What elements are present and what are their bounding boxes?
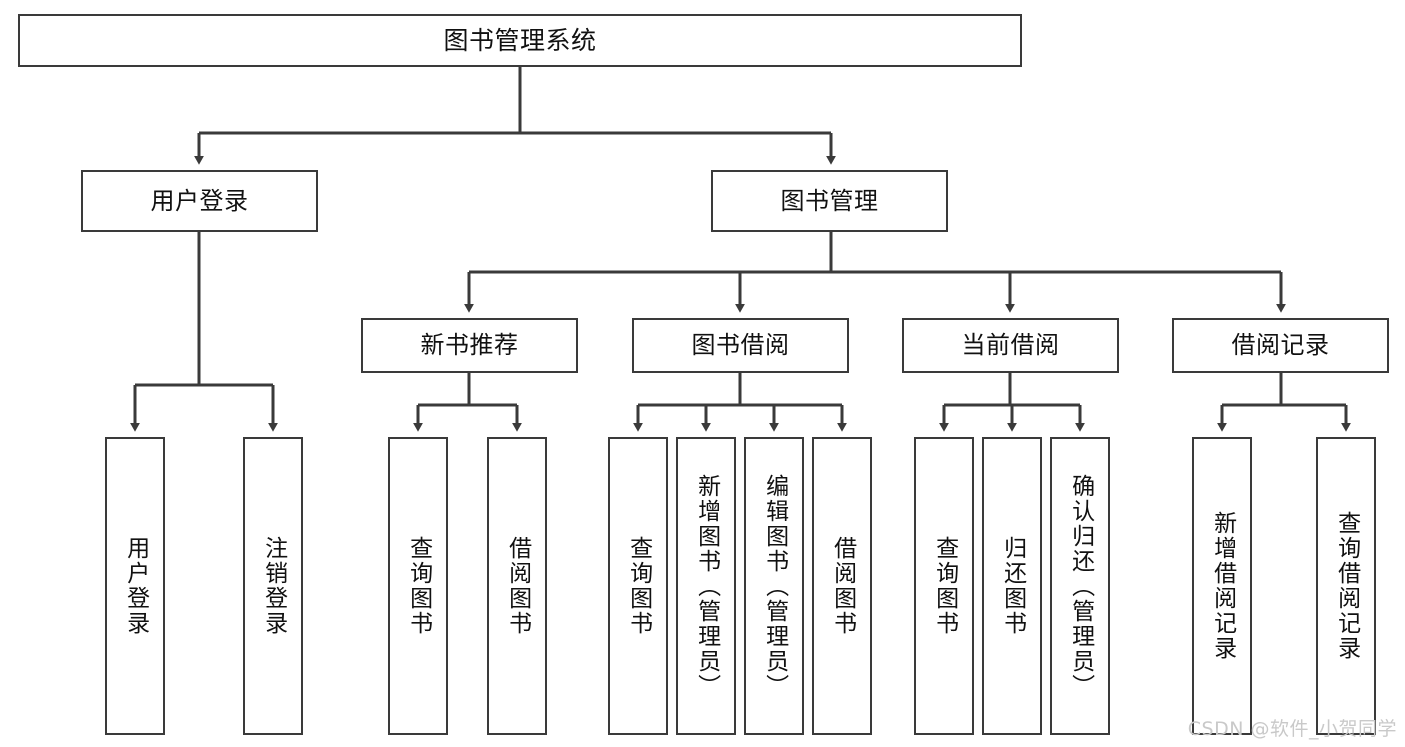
node-leaf-query-borrow-record-label: 查询借阅记录 [1333,511,1360,661]
node-leaf-add-book-admin-label: 新增图书（管理员） [693,473,720,699]
node-leaf-edit-book-admin-label: 编辑图书（管理员） [761,473,788,699]
csdn-watermark: CSDN @软件_小贺同学 [1187,718,1397,740]
node-leaf-add-borrow-record-label: 新增借阅记录 [1209,511,1236,661]
node-leaf-query-book-2[interactable]: 查询图书 [608,437,668,735]
node-current-borrow[interactable]: 当前借阅 [902,318,1119,373]
node-borrow-record-label: 借阅记录 [1231,331,1330,360]
node-leaf-confirm-return-admin[interactable]: 确认归还（管理员） [1050,437,1110,735]
node-new-book-recommend-label: 新书推荐 [420,331,519,360]
node-leaf-user-login[interactable]: 用户登录 [105,437,165,735]
node-borrow-record[interactable]: 借阅记录 [1172,318,1389,373]
node-leaf-borrow-book-2-label: 借阅图书 [829,536,856,636]
node-leaf-query-borrow-record[interactable]: 查询借阅记录 [1316,437,1376,735]
node-leaf-return-book[interactable]: 归还图书 [982,437,1042,735]
node-leaf-query-book-2-label: 查询图书 [625,536,652,636]
node-leaf-return-book-label: 归还图书 [999,536,1026,636]
node-user-login[interactable]: 用户登录 [81,170,318,232]
node-root[interactable]: 图书管理系统 [18,14,1022,67]
node-leaf-borrow-book-1[interactable]: 借阅图书 [487,437,547,735]
node-book-manage-label: 图书管理 [780,186,879,215]
node-leaf-add-borrow-record[interactable]: 新增借阅记录 [1192,437,1252,735]
node-leaf-query-book-3-label: 查询图书 [931,536,958,636]
node-leaf-query-book-1-label: 查询图书 [405,536,432,636]
node-leaf-user-login-label: 用户登录 [122,536,149,636]
node-current-borrow-label: 当前借阅 [961,331,1060,360]
node-leaf-query-book-3[interactable]: 查询图书 [914,437,974,735]
node-new-book-recommend[interactable]: 新书推荐 [361,318,578,373]
node-leaf-edit-book-admin[interactable]: 编辑图书（管理员） [744,437,804,735]
node-leaf-query-book-1[interactable]: 查询图书 [388,437,448,735]
node-leaf-user-logout[interactable]: 注销登录 [243,437,303,735]
node-leaf-borrow-book-1-label: 借阅图书 [504,536,531,636]
node-leaf-user-logout-label: 注销登录 [260,536,287,636]
node-user-login-label: 用户登录 [150,186,249,215]
node-book-borrow[interactable]: 图书借阅 [632,318,849,373]
node-leaf-borrow-book-2[interactable]: 借阅图书 [812,437,872,735]
node-book-borrow-label: 图书借阅 [691,331,790,360]
node-leaf-confirm-return-admin-label: 确认归还（管理员） [1067,473,1094,699]
node-leaf-add-book-admin[interactable]: 新增图书（管理员） [676,437,736,735]
node-book-manage[interactable]: 图书管理 [711,170,948,232]
node-root-label: 图书管理系统 [443,25,597,55]
